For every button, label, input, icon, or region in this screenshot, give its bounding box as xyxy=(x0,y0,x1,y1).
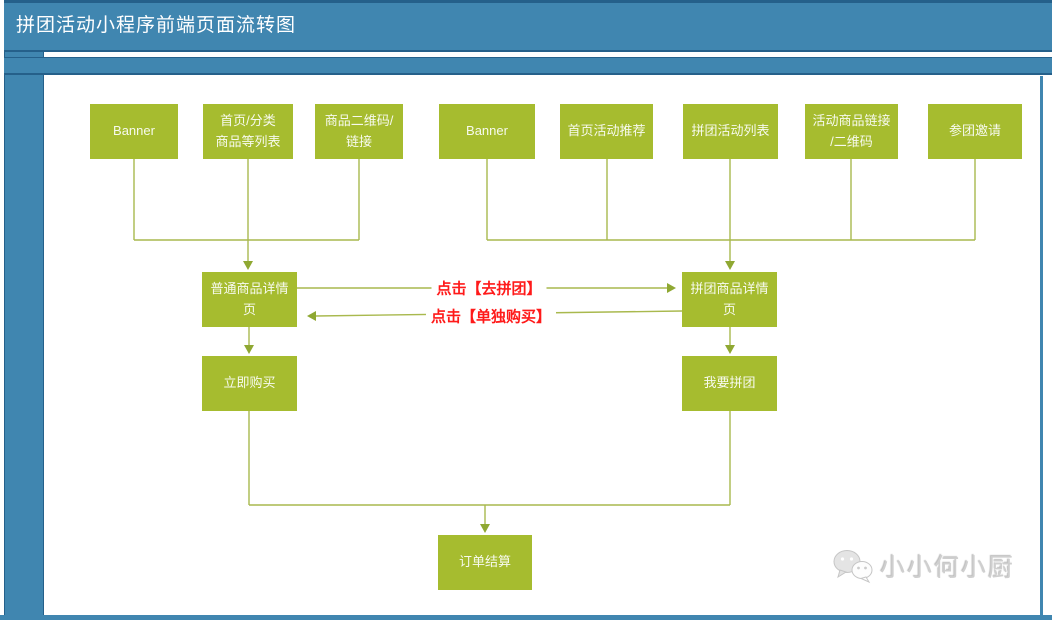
arrowhead-down-settlement xyxy=(480,524,490,533)
node-normal-product-detail: 普通商品详情 页 xyxy=(202,272,297,327)
node-activity-product-link: 活动商品链接 /二维码 xyxy=(805,104,898,159)
node-banner-right: Banner xyxy=(439,104,535,159)
connector-merge-settlement xyxy=(248,411,731,524)
node-banner-left: Banner xyxy=(90,104,178,159)
bottom-frame-border xyxy=(0,615,1052,620)
right-frame-border xyxy=(1040,76,1043,615)
arrowhead-left-single-purchase xyxy=(307,311,316,321)
arrowhead-down-group-detail xyxy=(725,261,735,270)
connector-right-group xyxy=(486,159,976,241)
node-home-activity-recommend: 首页活动推荐 xyxy=(560,104,653,159)
edge-label-to-group-buy: 点击【去拼团】 xyxy=(431,277,547,299)
arrowhead-right-to-group-buy xyxy=(667,283,676,293)
arrowhead-down-normal-detail xyxy=(243,261,253,270)
page-title: 拼团活动小程序前端页面流转图 xyxy=(16,15,297,36)
node-want-group-buy: 我要拼团 xyxy=(682,356,777,411)
node-group-product-detail: 拼团商品详情 页 xyxy=(682,272,777,327)
node-product-qrcode-link: 商品二维码/ 链接 xyxy=(315,104,403,159)
node-buy-now: 立即购买 xyxy=(202,356,297,411)
arrowhead-down-buy-now xyxy=(244,345,254,354)
secondary-header-bar xyxy=(4,57,1052,75)
node-group-activity-list: 拼团活动列表 xyxy=(683,104,778,159)
node-home-category-list: 首页/分类 商品等列表 xyxy=(203,104,293,159)
window-title-bar: 拼团活动小程序前端页面流转图 xyxy=(4,0,1052,52)
edge-label-single-purchase: 点击【单独购买】 xyxy=(425,305,557,327)
wechat-chat-bubbles-icon xyxy=(833,550,873,584)
watermark: 小小何小厨 xyxy=(833,544,1015,588)
watermark-text: 小小何小厨 xyxy=(880,554,1016,582)
node-order-settlement: 订单结算 xyxy=(438,535,532,590)
connector-left-group xyxy=(133,159,360,241)
left-sidebar xyxy=(4,0,44,615)
node-group-invitation: 参团邀请 xyxy=(928,104,1022,159)
arrowhead-down-want-group xyxy=(725,345,735,354)
